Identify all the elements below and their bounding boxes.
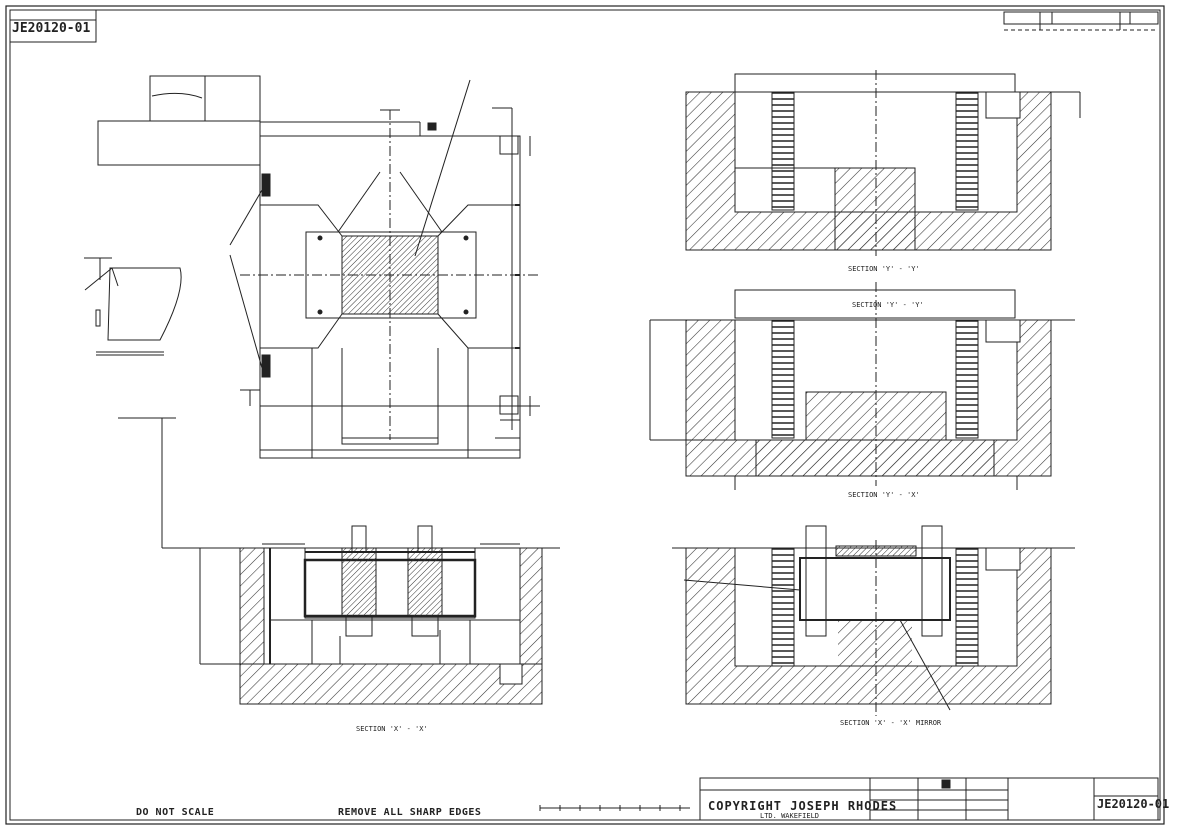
section-left-bottom [118,417,560,705]
section-top-right [685,70,1081,256]
copyright-sub: LTD. WAKEFIELD [760,812,820,820]
copyright-text: COPYRIGHT JOSEPH RHODES [708,799,898,813]
section-label-bottom-left: SECTION 'X' - 'X' [356,725,428,733]
section-middle-right [649,282,1075,490]
drawing-number-top: JE20120-01 [12,21,91,36]
sheet-border [5,5,1165,825]
plan-view [97,75,540,459]
do-not-scale-note: DO NOT SCALE [136,807,215,818]
detail-a-view [84,257,182,356]
drawing-number-box-top [9,9,97,43]
scale-bar [539,805,690,811]
title-block [699,777,1159,821]
section-label-middle-top: SECTION 'Y' - 'Y' [852,301,924,309]
section-label-middle-right: SECTION 'Y' - 'X' [848,491,920,499]
section-label-top-right: SECTION 'Y' - 'Y' [848,265,920,273]
section-label-bottom-right: SECTION 'X' - 'X' MIRROR [840,719,942,727]
remove-sharp-edges-note: REMOVE ALL SHARP EDGES [338,807,482,818]
drawing-number-bottom: JE20120-01 [1097,797,1170,811]
revision-table [1003,11,1159,31]
section-bottom-right [672,525,1075,716]
